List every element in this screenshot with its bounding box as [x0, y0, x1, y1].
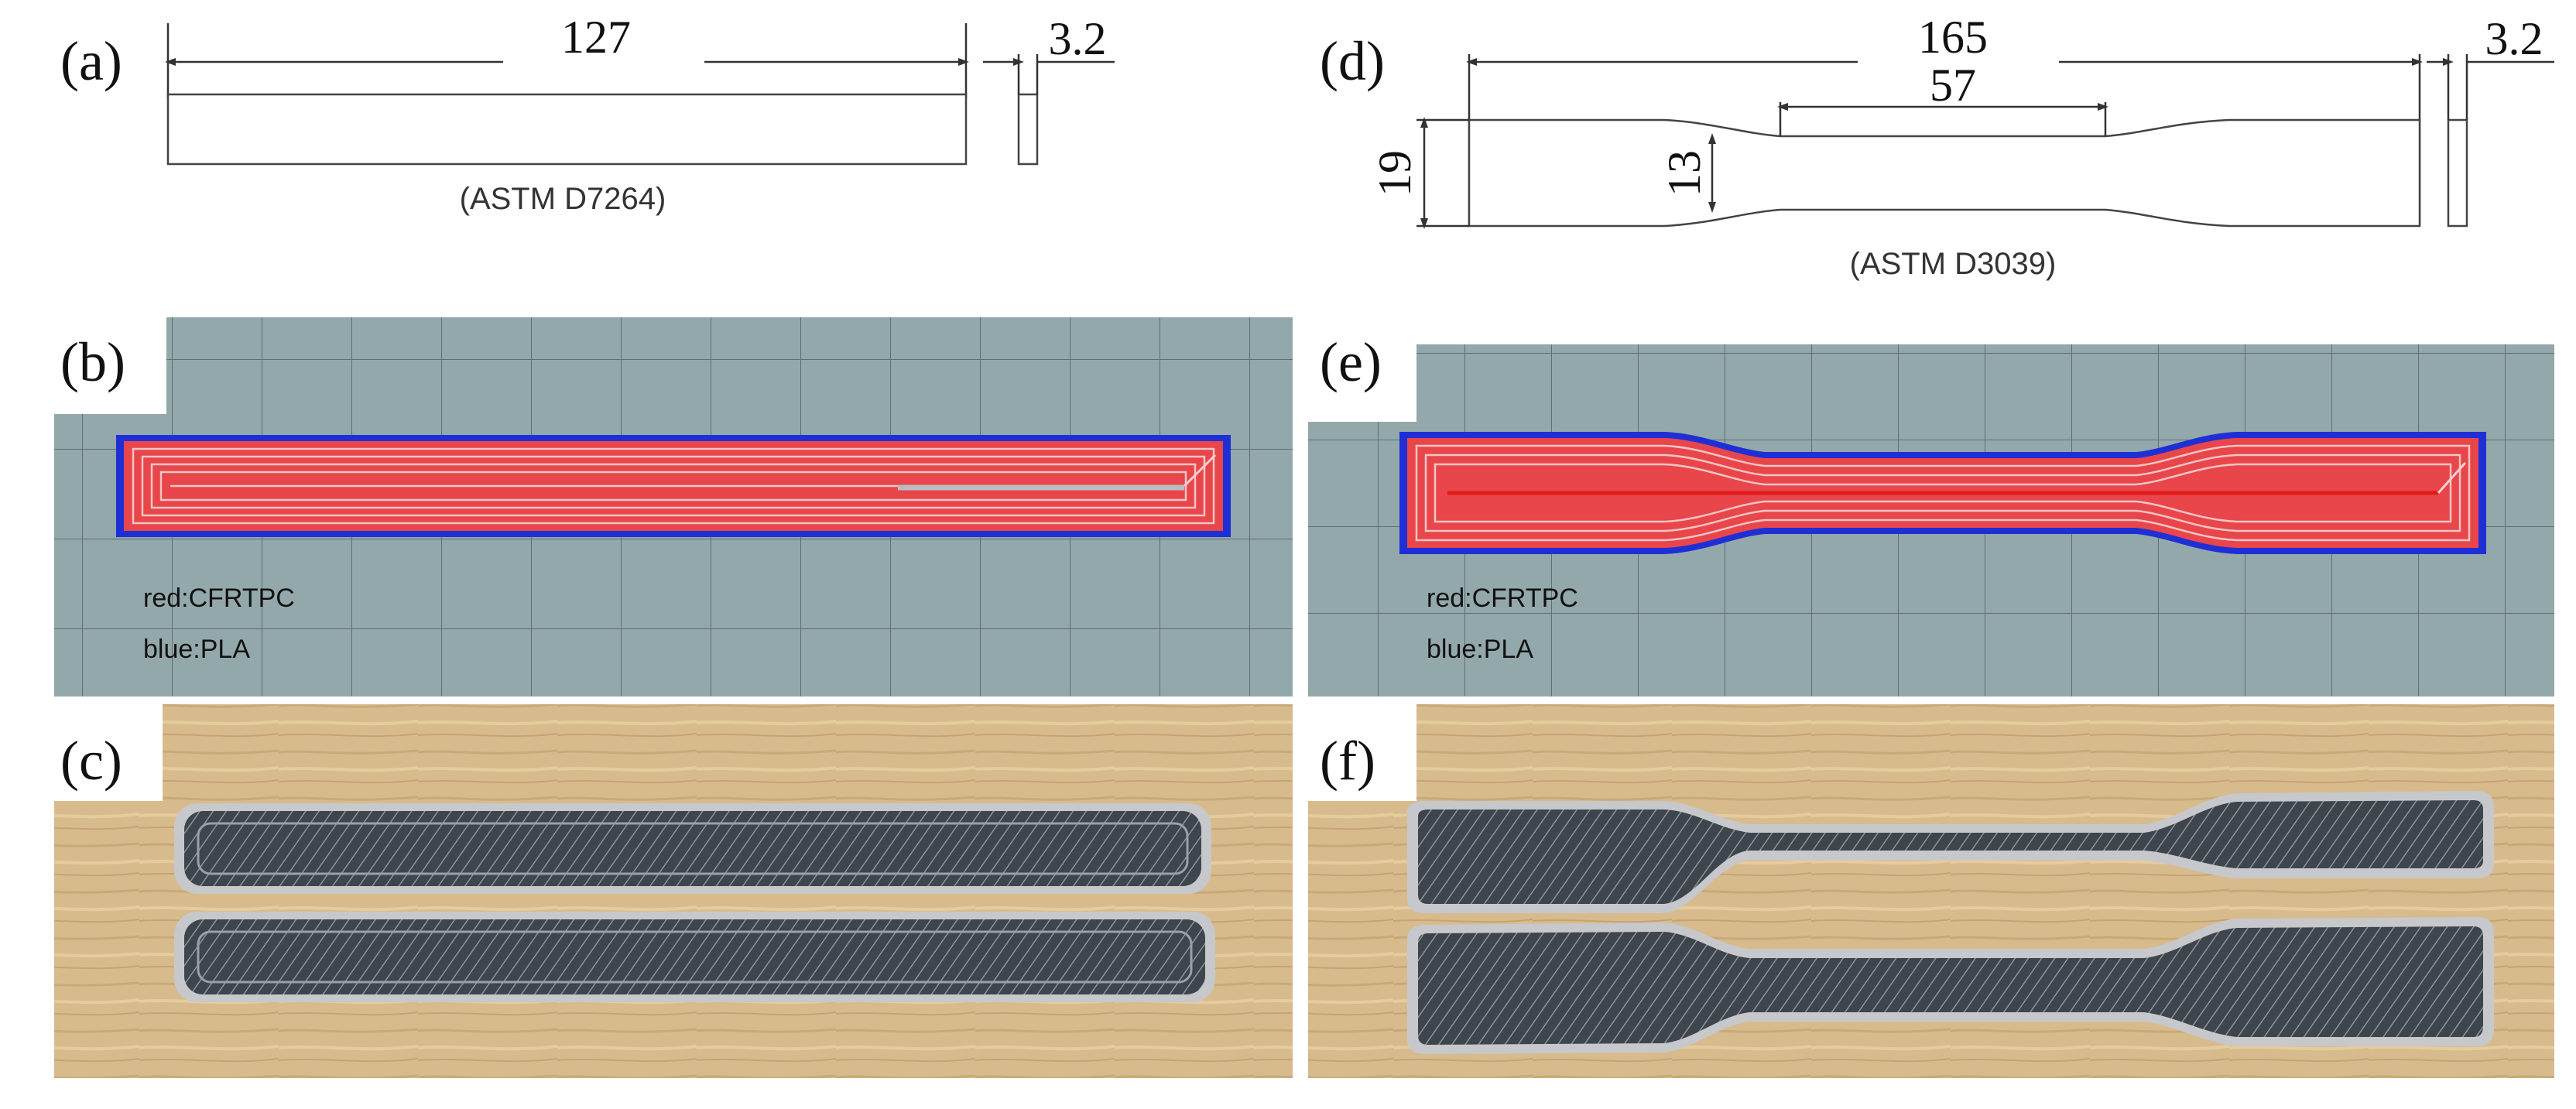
- tensile-specimen-photo-1: [1407, 791, 2494, 913]
- tensile-specimen-outline: [1468, 118, 2421, 228]
- tensile-specimen-photo-2: [1407, 917, 2494, 1054]
- legend-red-e: red:CFRTPC: [1427, 584, 1578, 613]
- standard-label-a: (ASTM D7264): [460, 182, 666, 216]
- gauge-length-dimension-d: 57: [1777, 60, 2108, 136]
- panel-c-label: (c): [60, 730, 122, 792]
- panel-e-label: (e): [1320, 331, 1382, 393]
- panel-b-label: (b): [60, 331, 125, 393]
- panel-d: (d) 165 57 3.2 19: [1320, 12, 2554, 281]
- flexural-specimen-photo-2: [174, 912, 1215, 1002]
- flexural-specimen-side-view: [1017, 93, 1039, 166]
- legend-blue-b: blue:PLA: [143, 635, 250, 664]
- legend-blue-e: blue:PLA: [1427, 635, 1533, 664]
- flexural-toolpath: [116, 435, 1231, 537]
- panel-c: (c): [54, 704, 1293, 1078]
- length-value-a: 127: [561, 12, 631, 63]
- flexural-specimen-photo-1: [174, 803, 1211, 894]
- panel-b: (b) red:CFRTPC blue:PLA: [54, 317, 1293, 697]
- end-width-value-d: 19: [1369, 150, 1420, 197]
- panel-e: (e) red:CFRTPC blue:PLA: [1308, 317, 2554, 697]
- gauge-length-value-d: 57: [1930, 60, 1976, 111]
- panel-a-label: (a): [60, 30, 122, 92]
- panel-d-label: (d): [1320, 30, 1385, 92]
- thickness-value-a: 3.2: [1049, 13, 1107, 64]
- panel-f: (f): [1308, 704, 2554, 1078]
- panel-a: (a) 127 3.2 (ASTM D7264): [60, 12, 1115, 216]
- flexural-specimen-outline: [166, 93, 968, 166]
- thickness-dimension-a: 3.2: [983, 13, 1115, 166]
- legend-red-b: red:CFRTPC: [143, 584, 295, 613]
- tensile-toolpath: [1399, 432, 2486, 554]
- standard-label-d: (ASTM D3039): [1850, 247, 2057, 281]
- tensile-specimen-side-view: [2447, 118, 2468, 228]
- gauge-width-dimension-d: 13: [1659, 133, 1716, 213]
- end-width-dimension-d: 19: [1369, 117, 1469, 229]
- panel-f-label: (f): [1320, 730, 1375, 792]
- thickness-value-d: 3.2: [2485, 13, 2543, 64]
- length-dimension-d: 165: [1466, 12, 2423, 226]
- gauge-width-value-d: 13: [1659, 150, 1710, 197]
- thickness-dimension-d: 3.2: [2427, 13, 2554, 228]
- length-value-d: 165: [1918, 12, 1988, 63]
- length-dimension-a: 127: [165, 12, 969, 99]
